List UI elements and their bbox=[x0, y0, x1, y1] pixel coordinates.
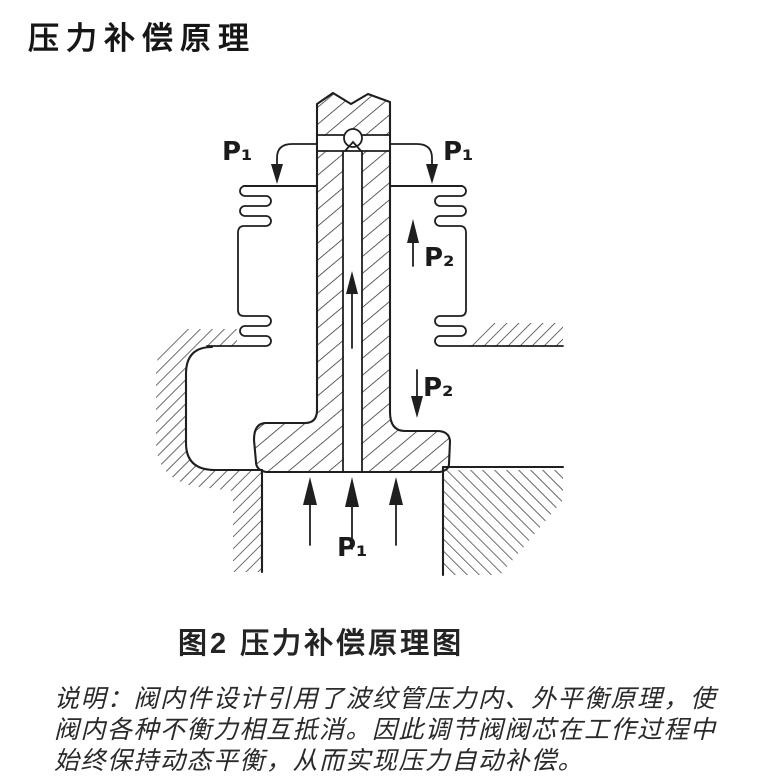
valve-body-right bbox=[441, 323, 565, 577]
description-line-3: 始终保持动态平衡，从而实现压力自动补偿。 bbox=[54, 746, 585, 775]
valve-stem-plug bbox=[252, 91, 452, 474]
bellows-right bbox=[389, 185, 564, 347]
p1-leader-right bbox=[389, 143, 438, 184]
description-line-1: 说明：阀内件设计引用了波纹管压力内、外平衡原理，使 bbox=[54, 684, 717, 713]
p1-leader-left-arrowhead bbox=[271, 164, 283, 184]
figure-caption: 图2 压力补偿原理图 bbox=[178, 628, 465, 660]
p1-label-top-left: P₁ bbox=[222, 137, 252, 167]
pilot-ball bbox=[343, 128, 363, 148]
bonnet-right-hatch bbox=[467, 323, 563, 347]
p1-leader-left bbox=[271, 143, 318, 184]
description-text: 说明：阀内件设计引用了波纹管压力内、外平衡原理，使 阀内各种不衡力相互抵消。因此… bbox=[54, 683, 754, 776]
body-left-cavity-outline bbox=[184, 345, 264, 574]
p2-label-lower: P₂ bbox=[423, 373, 453, 403]
p1-inlet-arrow2-head bbox=[345, 477, 359, 507]
channel-flow-arrow-head bbox=[346, 271, 358, 294]
bellows-right-path bbox=[389, 185, 564, 347]
p1-inlet-arrow1-head bbox=[303, 477, 317, 505]
p2-label-upper: P₂ bbox=[424, 243, 454, 273]
p2-lower-arrowhead bbox=[411, 396, 423, 418]
p1-inlet-arrows bbox=[303, 477, 403, 550]
description-line-2: 阀内各种不衡力相互抵消。因此调节阀阀芯在工作过程中 bbox=[54, 715, 717, 744]
page-title: 压力补偿原理 bbox=[28, 21, 256, 56]
p2-upper-arrow bbox=[407, 219, 419, 267]
seat-wall-right-hatch bbox=[443, 470, 563, 575]
valve-body-left bbox=[156, 329, 264, 574]
p1-leader-right-line bbox=[389, 143, 433, 167]
p1-leader-left-line bbox=[276, 143, 318, 167]
p1-label-bottom: P₁ bbox=[337, 533, 367, 563]
body-left-hatch bbox=[156, 329, 262, 572]
ball-seat-notch bbox=[344, 140, 362, 152]
p1-inlet-arrow3-head bbox=[389, 477, 403, 505]
bellows-left-path bbox=[206, 185, 318, 347]
bellows-left bbox=[206, 185, 318, 347]
p1-label-top-right: P₁ bbox=[443, 137, 473, 167]
p2-lower-arrow bbox=[411, 369, 423, 418]
p1-leader-right-arrowhead bbox=[426, 164, 438, 184]
p2-upper-arrowhead bbox=[407, 219, 419, 243]
